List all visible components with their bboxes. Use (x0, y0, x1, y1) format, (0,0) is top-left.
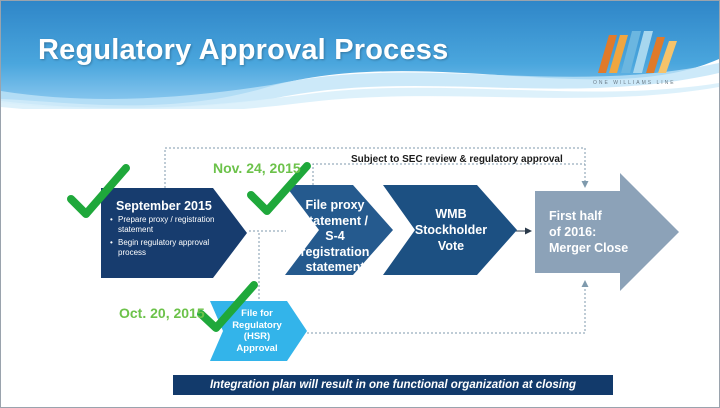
step-text-proxy: File proxy statement / S-4 registration … (296, 198, 374, 276)
date-label-nov: Nov. 24, 2015 (213, 160, 301, 176)
text-line: statement (305, 260, 365, 274)
company-logo (598, 31, 677, 73)
bullet-item: Begin regulatory approval process (109, 238, 216, 258)
step-chevron-vote (383, 185, 517, 275)
text-line: Vote (437, 239, 465, 253)
step-shape-regulatory (210, 301, 307, 361)
text-line: registration (300, 244, 370, 259)
logo-tagline: ONE WILLIAMS LINE (593, 80, 676, 86)
text-line: Merger Close (549, 241, 629, 255)
sec-review-note: Subject to SEC review & regulatory appro… (351, 154, 563, 165)
text-line: (HSR) (243, 331, 271, 342)
text-line: of 2016: (549, 225, 597, 239)
step-arrow-merger-close (535, 173, 679, 291)
check-icon (67, 164, 130, 218)
step-text-merger-close: First half of 2016: Merger Close (537, 208, 639, 256)
check-icon (197, 281, 258, 332)
step-heading-september: September 2015 (116, 199, 212, 213)
date-label-oct: Oct. 20, 2015 (119, 305, 205, 321)
text-line: File for (241, 308, 273, 319)
text-line: Approval (236, 342, 278, 354)
text-line: Stockholder (414, 223, 488, 237)
slide-title: Regulatory Approval Process (38, 34, 449, 66)
text-line: First half (549, 209, 602, 223)
header-band: Regulatory Approval Process ONE WILLIAMS… (1, 1, 719, 109)
text-line: Regulatory (232, 319, 282, 331)
header-wave-graphic (1, 1, 719, 109)
step-text-vote: WMB Stockholder Vote (411, 206, 491, 254)
text-line: File proxy (305, 198, 365, 212)
integration-banner: Integration plan will result in one func… (173, 375, 613, 395)
step-chevron-proxy (285, 185, 393, 275)
check-icon (247, 162, 311, 215)
bullet-item: Prepare proxy / registration statement (109, 215, 216, 235)
step-text-regulatory: File for Regulatory (HSR) Approval (223, 308, 291, 354)
text-line: statement / S-4 (302, 213, 368, 244)
step-bullets-september: Prepare proxy / registration statement B… (109, 215, 216, 261)
text-line: WMB (435, 207, 467, 221)
